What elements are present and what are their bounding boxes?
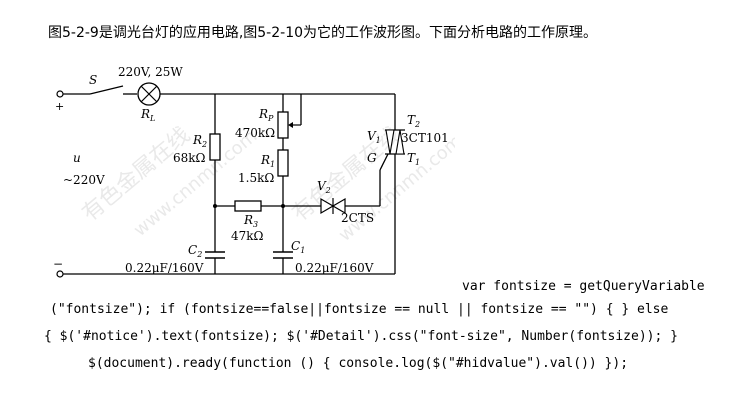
potentiometer-rp [277,111,289,139]
c2-letter: C [188,243,197,257]
svg-text:V1: V1 [367,129,381,145]
c1-sub: 1 [300,246,305,255]
svg-text:V2: V2 [317,179,331,195]
r2-letter: R [192,133,202,147]
t1-letter: T [407,151,416,165]
switch-label: S [89,73,97,87]
c2-value: 0.22μF/160V [125,261,204,275]
intro-paragraph: 图5-2-9是调光台灯的应用电路,图5-2-10为它的工作波形图。下面分析电路的… [48,25,598,41]
triac-type: 3CT101 [401,131,449,145]
lamp-rl-sub: L [149,114,155,123]
v1-sub: 1 [376,136,381,145]
v2-type: 2CTS [341,211,374,225]
rp-value: 470kΩ [235,126,275,140]
svg-text:R2: R2 [192,133,207,149]
rp-sub: P [267,114,274,123]
v2-sub: 2 [325,186,331,195]
gate-lead [379,153,389,171]
svg-text:T1: T1 [407,151,420,167]
source-value-label: ~220V [63,173,105,187]
minus-terminal [56,270,64,278]
rp-letter: R [258,107,268,121]
svg-text:RP: RP [258,107,274,123]
r1-letter: R [260,153,270,167]
c1-letter: C [291,239,300,253]
r3-sub: 3 [253,220,258,229]
r3-letter: R [243,213,253,227]
diac-v2 [320,197,346,215]
svg-text:R3: R3 [243,213,258,229]
code-line-3: { $('#notice').text(fontsize); $('#Detai… [44,329,678,344]
r1-sub: 1 [270,160,275,169]
code-line-2: ("fontsize"); if (fontsize==false||fonts… [50,302,669,317]
minus-sign: − [53,257,63,271]
svg-text:C1: C1 [291,239,305,255]
resistor-r1 [277,149,289,177]
t2-sub: 2 [414,120,420,129]
lamp-rating-label: 220V, 25W [118,65,183,79]
circuit-diagram: 有色金属在线 www.cnnmn.com 有色金属在线 www.cnnmn.co… [45,62,455,282]
r1-value: 1.5kΩ [238,171,274,185]
svg-text:R1: R1 [260,153,275,169]
code-line-4: $(document).ready(function () { console.… [88,356,629,371]
resistor-r3 [234,200,262,212]
source-u-label: u [73,151,81,165]
switch-blade [89,85,124,95]
code-line-1: var fontsize = getQueryVariable [462,279,705,294]
lamp-rl-letter: R [140,107,150,121]
t1-sub: 1 [415,158,420,167]
t2-letter: T [407,113,416,127]
lamp-rl-label: RL [140,107,155,123]
v2-letter: V [317,179,327,193]
c1-value: 0.22μF/160V [295,261,374,275]
r3-value: 47kΩ [231,229,264,243]
v1-letter: V [367,129,377,143]
r2-sub: 2 [201,140,207,149]
resistor-r2 [209,133,221,161]
plus-sign: + [55,100,64,113]
plus-terminal [56,90,64,98]
svg-text:C2: C2 [188,243,202,259]
c2-sub: 2 [196,250,202,259]
r2-value: 68kΩ [173,151,206,165]
gate-label: G [367,151,377,165]
svg-text:T2: T2 [407,113,420,129]
lamp-rl [137,82,161,106]
